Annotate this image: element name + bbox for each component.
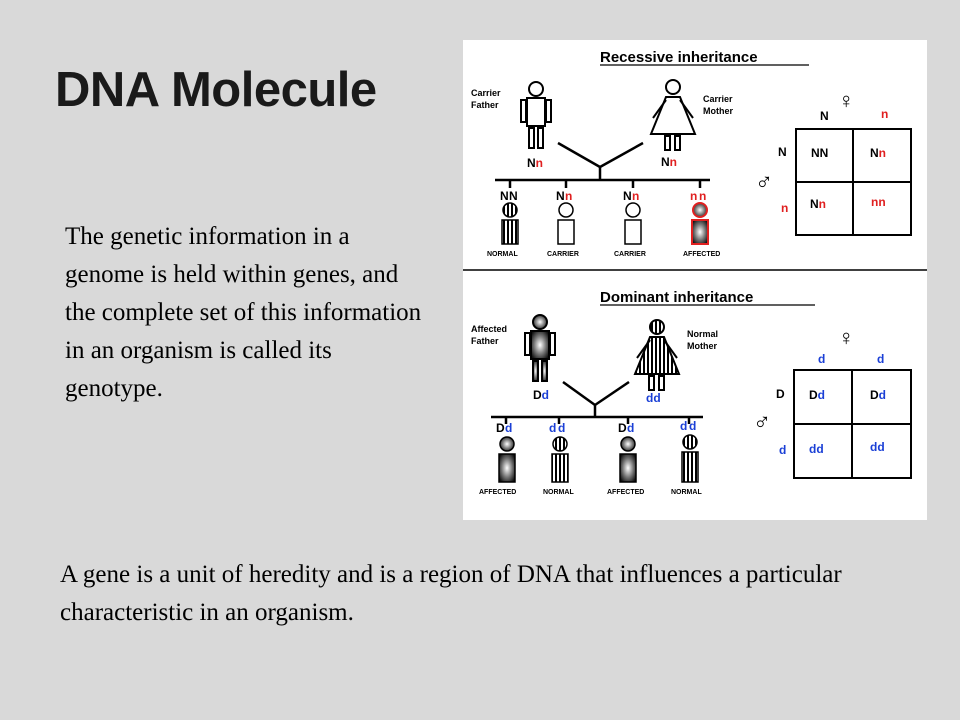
slide-title: DNA Molecule <box>55 63 377 117</box>
dominant-child-1: D d AFFECTED <box>479 421 516 496</box>
recessive-heading: Recessive inheritance <box>600 49 758 66</box>
dominant-child-4: d d NORMAL <box>671 419 702 496</box>
recessive-child-4: n n AFFECTED <box>683 189 720 258</box>
svg-text:nn: nn <box>871 195 886 209</box>
recessive-mother-genotype: Nn <box>661 155 677 169</box>
recessive-child-1: N N NORMAL <box>487 189 519 258</box>
dominant-child-1-status: AFFECTED <box>479 489 516 496</box>
svg-text:D: D <box>496 421 505 435</box>
svg-text:D: D <box>618 421 627 435</box>
svg-text:d: d <box>558 421 565 435</box>
recessive-father-label-1: Carrier <box>471 88 501 98</box>
genotype-paragraph: The genetic information in a genome is h… <box>65 223 422 402</box>
svg-text:d: d <box>680 419 687 433</box>
dominant-father-figure <box>524 314 556 382</box>
dominant-child-2-status: NORMAL <box>543 489 574 496</box>
svg-text:d: d <box>779 443 786 457</box>
svg-text:N: N <box>556 189 565 203</box>
svg-text:n: n <box>565 189 572 203</box>
dominant-cell-dd-2: Dd <box>870 388 886 402</box>
dominant-mother-figure <box>633 319 681 391</box>
svg-text:N: N <box>820 109 829 123</box>
svg-text:N: N <box>500 189 509 203</box>
svg-text:d: d <box>689 419 696 433</box>
svg-text:n: n <box>632 189 639 203</box>
female-symbol-icon: ♀ <box>838 88 855 113</box>
svg-text:N: N <box>778 145 787 159</box>
recessive-child-3: N n CARRIER <box>614 189 646 258</box>
svg-text:n: n <box>881 107 888 121</box>
dominant-punnett-square: ♀ d d ♂ D d Dd Dd dd dd <box>753 325 912 479</box>
svg-text:n: n <box>781 201 788 215</box>
recessive-child-2: N n CARRIER <box>547 189 579 258</box>
recessive-cross-lines <box>495 141 710 188</box>
svg-text:dd: dd <box>809 442 824 456</box>
svg-text:n: n <box>690 189 697 203</box>
dominant-child-2: d d NORMAL <box>543 421 574 496</box>
svg-text:d: d <box>549 421 556 435</box>
dominant-mother-genotype: dd <box>646 391 661 405</box>
dominant-child-3: D d AFFECTED <box>607 421 644 496</box>
recessive-panel: Recessive inheritance Carrier Father Nn … <box>471 49 912 258</box>
dominant-cross-lines <box>491 380 703 424</box>
dominant-father-genotype: Dd <box>533 388 549 402</box>
recessive-child-4-status: AFFECTED <box>683 251 720 258</box>
dominant-father-label-1: Affected <box>471 324 507 334</box>
recessive-child-1-status: NORMAL <box>487 251 518 258</box>
inheritance-figure: Recessive inheritance Carrier Father Nn … <box>463 40 927 520</box>
dominant-cell-dd-1: Dd <box>809 388 825 402</box>
female-symbol-icon: ♀ <box>838 325 855 350</box>
dominant-panel: Dominant inheritance Affected Father Dd … <box>471 289 912 496</box>
svg-text:dd: dd <box>870 440 885 454</box>
recessive-mother-figure <box>649 79 697 151</box>
recessive-cell-nn-2: Nn <box>810 197 826 211</box>
svg-text:N: N <box>509 189 518 203</box>
svg-text:n: n <box>699 189 706 203</box>
svg-text:NN: NN <box>811 146 828 160</box>
recessive-child-2-status: CARRIER <box>547 251 579 258</box>
svg-text:d: d <box>818 352 825 366</box>
recessive-child-3-status: CARRIER <box>614 251 646 258</box>
recessive-mother-label-1: Carrier <box>703 94 733 104</box>
dominant-child-3-status: AFFECTED <box>607 489 644 496</box>
svg-text:d: d <box>627 421 634 435</box>
male-symbol-icon: ♂ <box>755 169 773 196</box>
recessive-father-figure <box>520 81 552 149</box>
svg-text:D: D <box>776 387 785 401</box>
recessive-father-label-2: Father <box>471 100 499 110</box>
svg-text:d: d <box>877 352 884 366</box>
recessive-punnett-square: ♀ N n ♂ N n NN Nn Nn nn <box>755 88 912 236</box>
dominant-child-4-status: NORMAL <box>671 489 702 496</box>
svg-text:N: N <box>623 189 632 203</box>
recessive-cell-nn-1: Nn <box>870 146 886 160</box>
male-symbol-icon: ♂ <box>753 409 771 436</box>
inheritance-diagram: Recessive inheritance Carrier Father Nn … <box>463 49 927 496</box>
gene-paragraph: A gene is a unit of heredity and is a re… <box>60 561 842 626</box>
svg-text:d: d <box>505 421 512 435</box>
dominant-father-label-2: Father <box>471 336 499 346</box>
recessive-mother-label-2: Mother <box>703 106 733 116</box>
recessive-father-genotype: Nn <box>527 156 543 170</box>
dominant-mother-label-1: Normal <box>687 329 718 339</box>
dominant-heading: Dominant inheritance <box>600 289 753 306</box>
dominant-mother-label-2: Mother <box>687 341 717 351</box>
